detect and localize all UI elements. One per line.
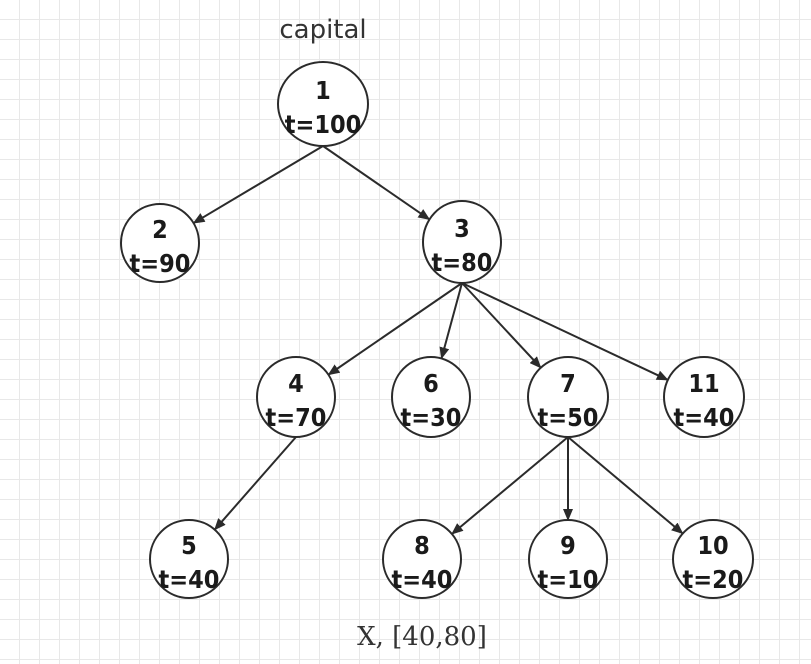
node-circle <box>277 61 369 147</box>
tree-node-1: 1 t=100 <box>277 61 369 147</box>
node-label: 4 <box>288 369 304 398</box>
node-value: t=90 <box>130 249 191 278</box>
node-circle <box>149 519 229 599</box>
edge-7-to-8 <box>451 436 569 535</box>
node-circle <box>391 356 471 438</box>
node-label: 6 <box>423 369 439 398</box>
node-circle <box>672 519 754 599</box>
tree-node-8: 8 t=40 <box>382 519 462 599</box>
node-label: 5 <box>181 531 197 560</box>
diagram-footer: X, [40,80] <box>357 622 487 652</box>
node-circle <box>256 356 336 438</box>
node-circle <box>663 356 745 438</box>
node-value: t=40 <box>674 403 735 432</box>
node-label: 7 <box>560 369 576 398</box>
edge-4-to-5 <box>213 436 297 531</box>
node-value: t=50 <box>538 403 599 432</box>
node-label: 3 <box>454 214 470 243</box>
tree-node-7: 7 t=50 <box>527 356 609 438</box>
node-value: t=40 <box>392 565 453 594</box>
edge-3-to-11 <box>461 282 669 381</box>
tree-node-2: 2 t=90 <box>120 203 200 283</box>
node-label: 1 <box>315 76 331 105</box>
edges <box>192 145 684 535</box>
edge-1-to-2 <box>192 145 324 224</box>
edge-3-to-4 <box>327 282 463 376</box>
node-value: t=100 <box>285 110 362 139</box>
tree-node-6: 6 t=30 <box>391 356 471 438</box>
node-circle <box>527 356 609 438</box>
node-circle <box>120 203 200 283</box>
tree-node-9: 9 t=10 <box>528 519 608 599</box>
nodes: 1 t=100 2 t=90 3 t=80 4 t=70 6 t=30 7 t=50 11 t=40 5 t=… <box>120 61 754 599</box>
node-label: 10 <box>697 531 728 560</box>
node-value: t=80 <box>432 248 493 277</box>
node-circle <box>528 519 608 599</box>
tree-node-11: 11 t=40 <box>663 356 745 438</box>
node-circle <box>382 519 462 599</box>
tree-node-4: 4 t=70 <box>256 356 336 438</box>
node-label: 8 <box>414 531 430 560</box>
tree-node-10: 10 t=20 <box>672 519 754 599</box>
node-label: 9 <box>560 531 576 560</box>
node-circle <box>422 200 502 284</box>
node-value: t=40 <box>159 565 220 594</box>
diagram-title: capital <box>279 15 366 45</box>
tree-node-3: 3 t=80 <box>422 200 502 284</box>
node-label: 2 <box>152 215 168 244</box>
tree-node-5: 5 t=40 <box>149 519 229 599</box>
edge-7-to-10 <box>567 436 684 535</box>
node-value: t=20 <box>683 565 744 594</box>
node-value: t=30 <box>401 403 462 432</box>
edge-3-to-7 <box>461 282 542 369</box>
node-value: t=70 <box>266 403 327 432</box>
edge-1-to-3 <box>322 145 431 221</box>
edge-3-to-6 <box>439 282 463 360</box>
node-value: t=10 <box>538 565 599 594</box>
node-label: 11 <box>688 369 719 398</box>
